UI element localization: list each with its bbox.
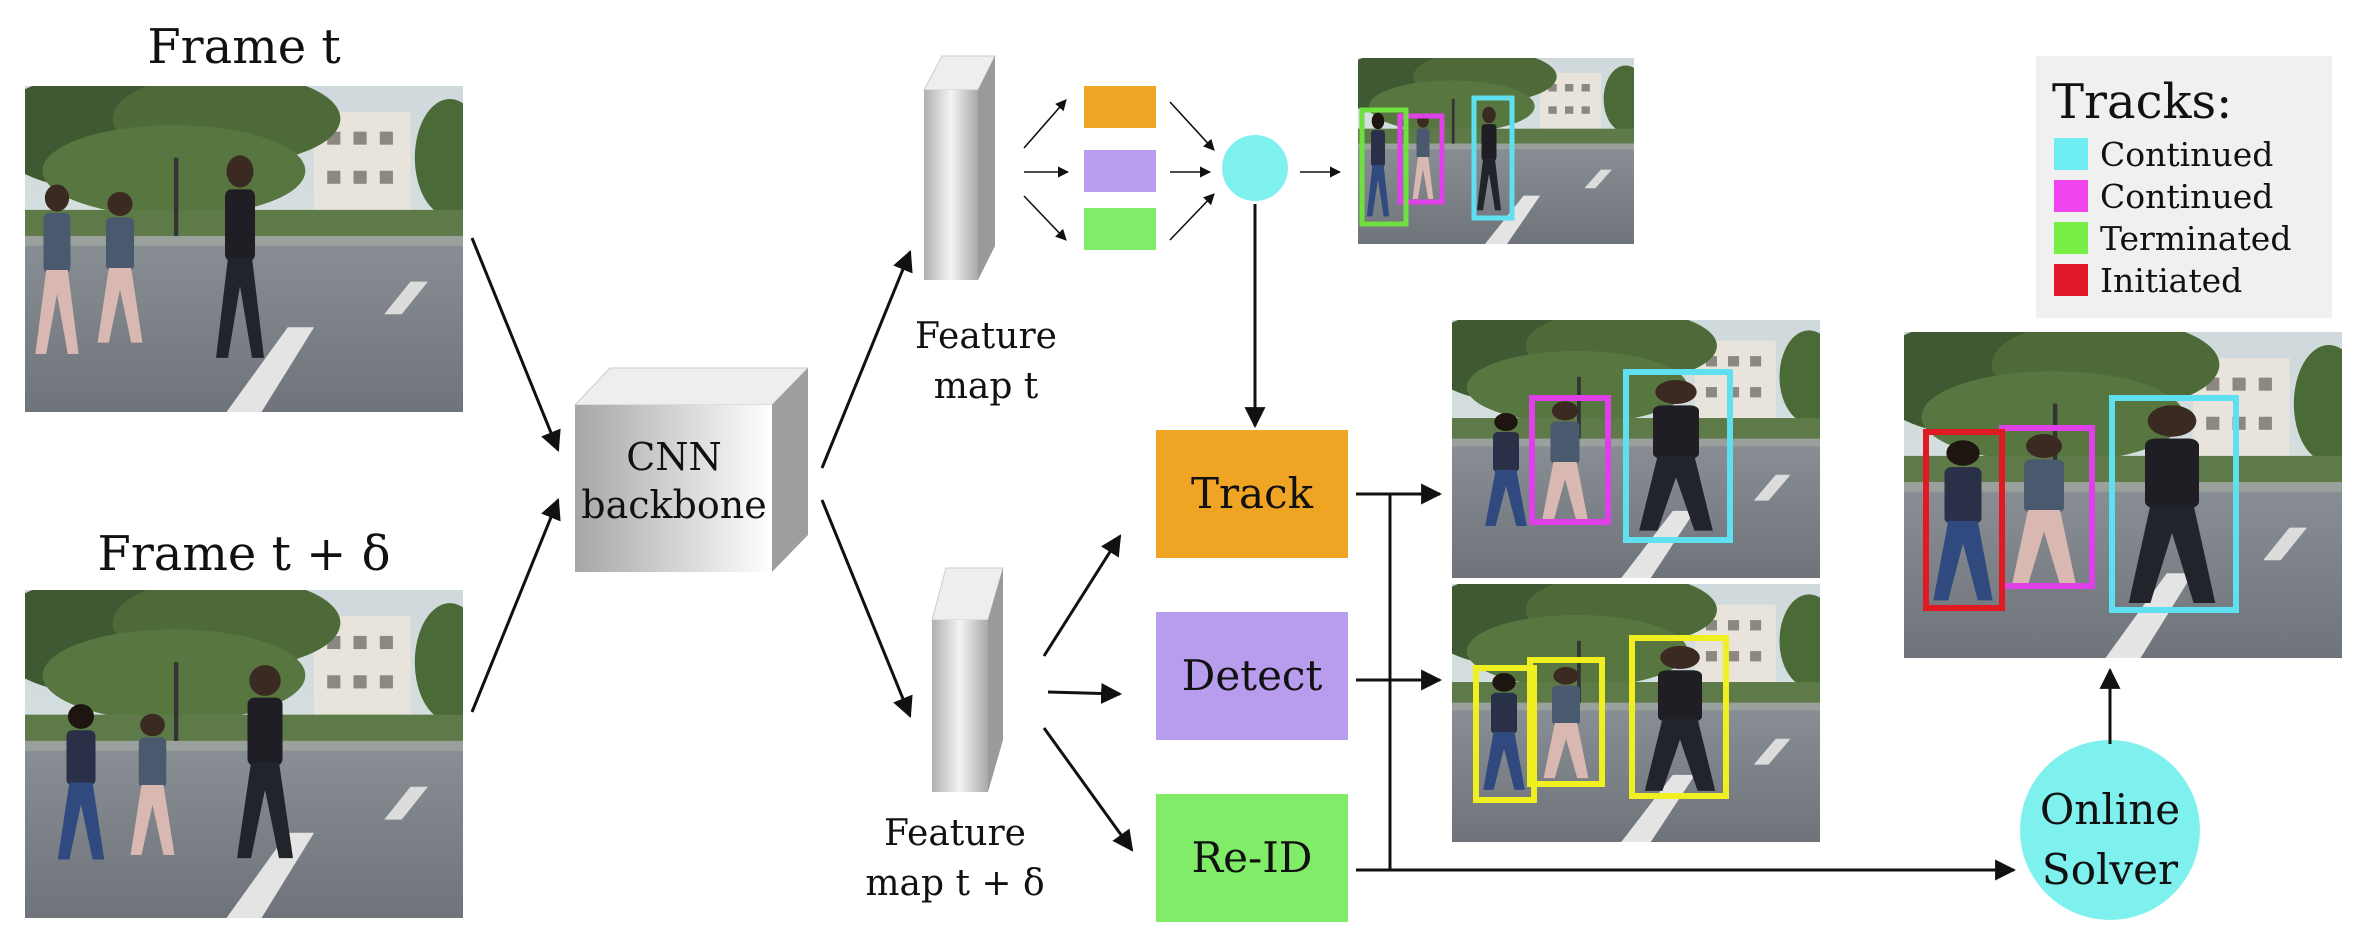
arrow-small-track-to-node xyxy=(1169,101,1215,151)
legend-swatch-continued-cyan xyxy=(2054,138,2088,170)
detect-box-yellow-3 xyxy=(1473,665,1537,803)
arrow-backbone-to-fmap-td xyxy=(820,499,913,718)
detect-head-box xyxy=(1156,612,1348,740)
track-head-label: Track xyxy=(1191,469,1314,518)
legend-title: Tracks: xyxy=(2052,74,2232,130)
legend-label-4: Initiated xyxy=(2100,261,2242,300)
legend-swatch-terminated xyxy=(2054,222,2088,254)
track-result-image xyxy=(1452,320,1820,578)
frame-t-label: Frame t xyxy=(147,19,340,75)
aggregation-node xyxy=(1222,135,1288,201)
legend-swatch-initiated xyxy=(2054,264,2088,296)
legend-label-3: Terminated xyxy=(2100,219,2291,258)
arrow-frame-t-to-backbone xyxy=(470,237,561,452)
arrow-fmap-td-to-detect xyxy=(1047,682,1123,704)
track-box-magenta xyxy=(1529,395,1611,525)
arrow-fmap-td-to-reid xyxy=(1042,727,1134,852)
feature-map-t-label-line1: Feature xyxy=(915,316,1057,357)
cnn-backbone-block xyxy=(573,367,810,572)
solver-label-line2: Solver xyxy=(2042,845,2179,894)
feature-map-t xyxy=(923,55,996,280)
track-box-cyan xyxy=(1623,369,1733,543)
solver-label-line1: Online xyxy=(2040,785,2180,834)
feature-map-td-label-line2: map t + δ xyxy=(865,863,1044,904)
small-detect-block xyxy=(1084,150,1156,192)
final-box-red xyxy=(1923,429,2005,611)
frame-t-image xyxy=(25,86,463,412)
reid-head-box xyxy=(1156,794,1348,922)
detect-box-yellow-2 xyxy=(1527,657,1605,787)
small-reid-block xyxy=(1084,208,1156,250)
final-box-cyan xyxy=(2109,395,2239,613)
reid-head-label: Re-ID xyxy=(1192,833,1313,882)
backbone-label-line1: CNN xyxy=(626,435,722,479)
top-result-image xyxy=(1358,58,1634,244)
track-head-box xyxy=(1156,430,1348,558)
backbone-label-line2: backbone xyxy=(581,483,766,527)
detect-result-image xyxy=(1452,584,1820,842)
arrow-fmap-to-small-reid xyxy=(1023,195,1067,241)
detect-head-label: Detect xyxy=(1182,651,1323,700)
small-track-block xyxy=(1084,86,1156,128)
top-box-magenta xyxy=(1397,113,1445,205)
legend-swatch-continued-magenta xyxy=(2054,180,2088,212)
arrow-fmap-td-to-track xyxy=(1042,534,1122,657)
legend-label-2: Continued xyxy=(2100,177,2273,216)
arrow-fmap-to-small-track xyxy=(1023,99,1067,149)
online-solver-node xyxy=(2020,740,2200,920)
legend-label-1: Continued xyxy=(2100,135,2273,174)
feature-map-t-label-line2: map t xyxy=(934,366,1039,407)
final-result-image xyxy=(1904,332,2342,658)
top-box-green xyxy=(1359,107,1409,227)
feature-map-td-label-line1: Feature xyxy=(884,813,1026,854)
detect-box-yellow-1 xyxy=(1629,635,1729,799)
top-box-cyan xyxy=(1471,95,1515,221)
tracks-legend: Tracks: Continued Continued Terminated I… xyxy=(2036,56,2332,318)
arrow-small-reid-to-node xyxy=(1169,193,1215,241)
feature-map-td xyxy=(931,567,1004,792)
frame-td-image xyxy=(25,590,463,918)
frame-td-label: Frame t + δ xyxy=(98,526,391,582)
arrow-frame-td-to-backbone xyxy=(470,498,561,713)
arrow-backbone-to-fmap-t xyxy=(820,250,913,469)
